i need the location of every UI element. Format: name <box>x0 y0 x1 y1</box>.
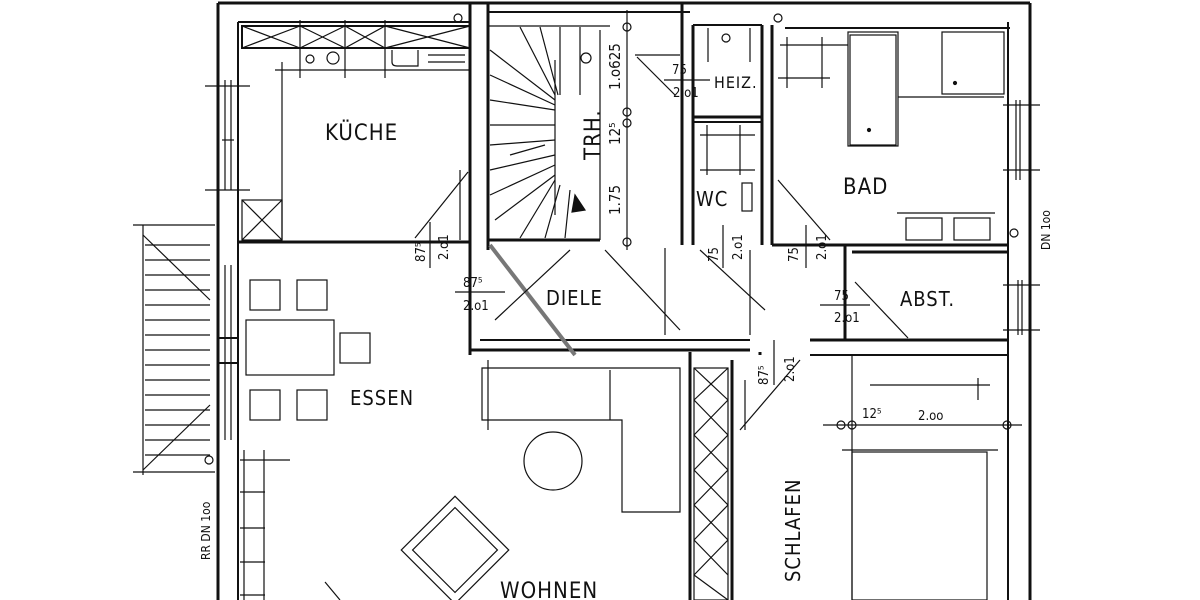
label-heiz: HEIZ. <box>714 73 758 92</box>
label-wohnen: WOHNEN <box>500 579 598 600</box>
label-kueche: KÜCHE <box>325 120 398 146</box>
dim-diele-door-w: 87⁵ <box>463 276 483 291</box>
dim-bad-door-h: 2.o1 <box>815 234 830 260</box>
dim-schlafen-door-w: 87⁵ <box>757 365 772 385</box>
staircase <box>488 10 690 250</box>
room-essen <box>217 265 371 600</box>
dim-schlafen-offset: 12⁵ <box>862 407 882 422</box>
dim-kueche-door-w: 87⁵ <box>414 242 429 262</box>
exterior-stair <box>133 224 215 475</box>
room-schlafen: 87⁵ 2.o1 12⁵ 2.oo SCHLAFEN <box>739 340 1022 600</box>
note-downpipe-left: RR DN 1oo <box>199 501 213 560</box>
room-diele: 87⁵ 2.o1 DIELE <box>455 243 766 357</box>
room-bad: BAD <box>770 13 1019 247</box>
label-bad: BAD <box>843 175 888 200</box>
dim-bad-door-w: 75 <box>787 247 802 262</box>
dim-schlafen-width: 2.oo <box>918 409 943 424</box>
room-wohnen: WOHNEN <box>324 360 681 600</box>
dim-kueche-door-h: 2.o1 <box>437 234 452 260</box>
door-dimensions-upper: 87⁵ 2.o1 75 2.o1 75 2.o1 <box>414 222 830 268</box>
dim-abst-door-w: 75 <box>834 289 849 304</box>
dim-diele-door-h: 2.o1 <box>463 299 489 314</box>
label-schlafen: SCHLAFEN <box>781 479 805 583</box>
dim-stair-2: 12⁵ <box>606 122 624 145</box>
dim-wc-door-h: 2.o1 <box>731 234 746 260</box>
label-abst: ABST. <box>900 287 955 311</box>
dim-heiz-door-w: 75 <box>672 63 687 78</box>
wardrobe-column <box>688 352 734 600</box>
label-essen: ESSEN <box>350 386 414 410</box>
dim-heiz-door-h: 2.o1 <box>673 86 699 101</box>
dim-stair-1: 1.o625 <box>606 43 624 90</box>
label-wc: WC <box>696 187 728 211</box>
dim-abst-door-h: 2.o1 <box>834 311 860 326</box>
room-abst: 75 2.o1 ABST. <box>810 100 1040 356</box>
dim-stair-3: 1.75 <box>606 185 624 215</box>
window-kueche <box>205 80 250 191</box>
room-heiz-wc: 75 2.o1 HEIZ. WC <box>635 3 764 245</box>
dim-wc-door-w: 75 <box>707 247 722 262</box>
room-kueche: KÜCHE <box>238 3 490 250</box>
label-diele: DIELE <box>546 286 603 310</box>
outer-walls <box>216 1 1032 600</box>
label-trh: TRH. <box>581 109 606 161</box>
dim-schlafen-door-h: 2.o1 <box>783 356 798 382</box>
note-downpipe-right: DN 1oo <box>1039 210 1053 250</box>
